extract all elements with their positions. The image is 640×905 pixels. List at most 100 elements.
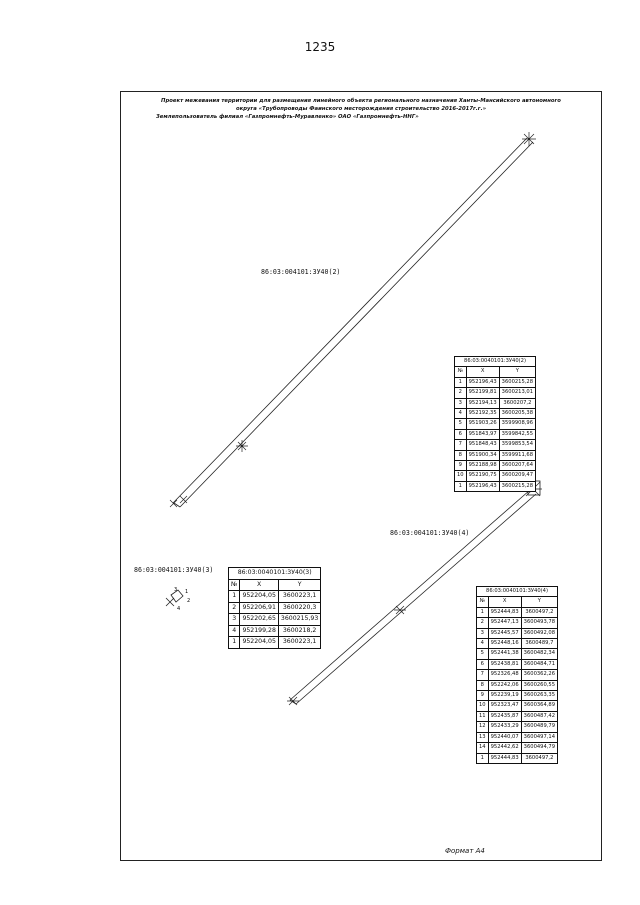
cell-y: 3600220,3: [277, 601, 322, 614]
cell-num: 12: [476, 721, 489, 733]
cell-y: 3600215,93: [277, 613, 322, 626]
cell-x: 952188,98: [465, 460, 500, 472]
cell-num: 10: [476, 700, 489, 712]
cell-num: 1: [454, 376, 467, 389]
cell-y: 3600263,35: [520, 690, 559, 702]
cell-num: 1: [227, 636, 241, 649]
format-label: Формат А4: [445, 847, 485, 855]
cell-num: 4: [227, 624, 241, 637]
parcel-label-2: 86:03:004101:3У40(2): [261, 268, 341, 276]
cell-y: 3600205,38: [498, 408, 537, 420]
cell-y: 3599908,96: [498, 418, 537, 430]
cell-x: 952448,16: [487, 638, 522, 650]
cell-x: 952196,43: [465, 480, 500, 493]
cell-y: 3600364,89: [520, 700, 559, 712]
coords-table-2-caption: 86:03:0040101:3У40(2): [454, 356, 537, 367]
cell-x: 952202,65: [239, 613, 279, 626]
cell-x: 952440,07: [487, 731, 522, 744]
cell-num: 4: [476, 638, 489, 650]
small-plot-label-4: 4: [177, 606, 180, 612]
cell-num: 2: [476, 617, 489, 629]
cell-y: 3600497,2: [520, 752, 559, 764]
parcel-label-3: 86:03:004101:3У40(3): [134, 566, 214, 574]
cell-y: 3600487,42: [520, 710, 559, 723]
cell-num: 1: [476, 752, 489, 764]
cell-num: 3: [476, 627, 489, 640]
cell-y: 3600223,1: [277, 636, 322, 649]
cell-y: 3600489,7: [520, 638, 559, 650]
cell-x: 952192,35: [465, 408, 500, 420]
cell-num: 8: [454, 449, 467, 462]
cell-x: 952326,48: [487, 669, 522, 681]
col-header-num: №: [476, 596, 489, 608]
cell-y: 3600482,34: [520, 648, 559, 660]
cell-num: 13: [476, 731, 489, 744]
cell-y: 3600497,2: [520, 606, 559, 619]
cell-x: 952206,91: [239, 601, 279, 614]
cell-x: 952190,75: [465, 470, 500, 482]
cell-num: 5: [476, 648, 489, 660]
cell-x: 952445,57: [487, 627, 522, 640]
cell-num: 4: [454, 408, 467, 420]
cell-y: 3600209,47: [498, 470, 537, 482]
small-plot-label-2: 2: [187, 598, 190, 604]
cell-x: 952444,83: [487, 606, 522, 619]
cell-y: 3600207,2: [498, 397, 537, 410]
cell-x: 951843,97: [465, 428, 500, 441]
cell-x: 952199,81: [465, 387, 500, 399]
cell-x: 952441,38: [487, 648, 522, 660]
cell-num: 5: [454, 418, 467, 430]
coords-table-3-caption: 86:03:0040101:3У40(3): [228, 567, 322, 579]
cell-x: 952242,06: [487, 679, 522, 692]
cell-y: 3600494,79: [520, 742, 559, 754]
small-plot-label-1: 1: [185, 589, 188, 595]
cell-x: 952194,13: [465, 397, 500, 410]
cell-num: 6: [476, 658, 489, 671]
cell-num: 11: [476, 710, 489, 723]
cell-x: 952196,43: [465, 376, 500, 389]
col-header-x: X: [487, 596, 522, 608]
col-header-num: №: [454, 366, 467, 378]
cell-num: 2: [227, 601, 241, 614]
parcel-3-outline: [165, 589, 184, 607]
cell-x: 952433,29: [487, 721, 522, 733]
header-line-2: округа «Трубопроводы Фаинского месторожд…: [235, 106, 487, 112]
cell-x: 951848,43: [465, 439, 500, 451]
cell-x: 952447,13: [487, 617, 522, 629]
cell-num: 14: [476, 742, 489, 754]
cell-x: 951900,34: [465, 449, 500, 462]
col-header-num: №: [227, 578, 241, 591]
cell-num: 10: [454, 470, 467, 482]
header-line-3: Землепользователь филиал «Газпромнефть-М…: [156, 114, 419, 120]
cell-y: 3600218,2: [277, 624, 322, 637]
cell-y: 3600207,64: [498, 460, 537, 472]
col-header-x: X: [239, 578, 279, 591]
cell-x: 952239,19: [487, 690, 522, 702]
cell-y: 3599853,54: [498, 439, 537, 451]
cell-y: 3600215,28: [498, 480, 537, 493]
cell-y: 3599911,68: [498, 449, 537, 462]
cell-y: 3600497,14: [520, 731, 559, 744]
